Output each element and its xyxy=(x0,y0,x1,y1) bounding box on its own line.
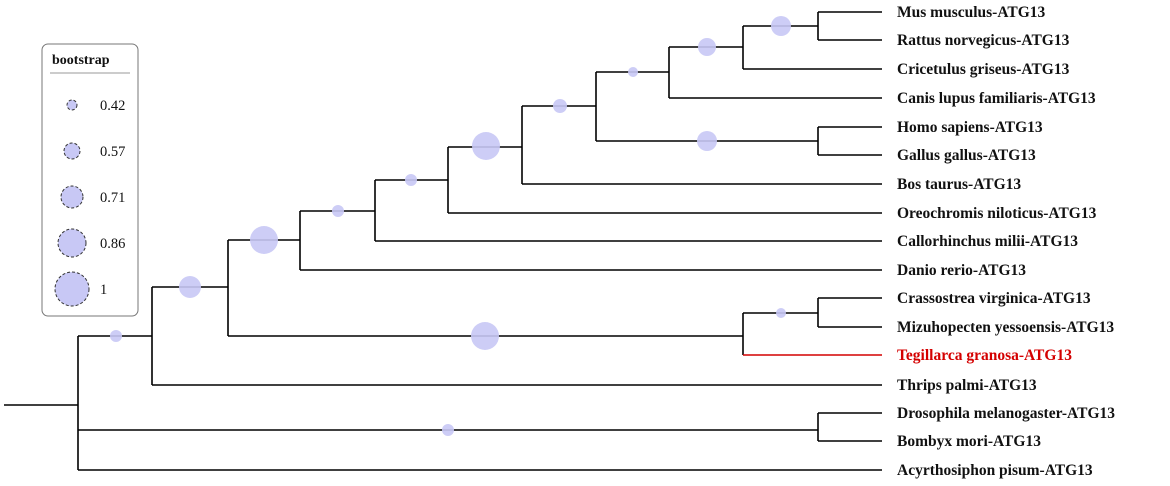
node-bootstrap xyxy=(628,67,638,77)
leaf-label-highlighted: Tegillarca granosa-ATG13 xyxy=(897,347,1072,364)
leaf-label: Canis lupus familiaris-ATG13 xyxy=(897,90,1096,107)
legend-circle xyxy=(66,99,78,111)
legend-label: 0.42 xyxy=(100,98,125,114)
node-bootstrap xyxy=(442,424,454,436)
leaf-label: Oreochromis niloticus-ATG13 xyxy=(897,205,1097,222)
node-bootstrap xyxy=(405,174,417,186)
leaf-label: Bombyx mori-ATG13 xyxy=(897,433,1041,450)
leaf-label: Danio rerio-ATG13 xyxy=(897,262,1026,279)
node-bootstrap xyxy=(332,205,344,217)
legend-label: 0.57 xyxy=(100,144,125,160)
leaf-label: Bos taurus-ATG13 xyxy=(897,176,1021,193)
bootstrap-legend: bootstrap 0.42 0.57 0.71 0.86 1 xyxy=(41,43,139,317)
bootstrap-nodes xyxy=(110,16,791,436)
leaf-label: Crassostrea virginica-ATG13 xyxy=(897,290,1091,307)
node-bootstrap xyxy=(472,132,500,160)
leaf-label: Mizuhopecten yessoensis-ATG13 xyxy=(897,319,1114,336)
legend-circle xyxy=(63,142,81,160)
legend-label: 0.71 xyxy=(100,190,125,206)
node-bootstrap xyxy=(250,226,278,254)
legend-title: bootstrap xyxy=(52,53,110,68)
node-bootstrap xyxy=(697,131,717,151)
leaf-label: Rattus norvegicus-ATG13 xyxy=(897,32,1070,49)
leaf-label: Mus musculus-ATG13 xyxy=(897,4,1046,21)
legend-label: 0.86 xyxy=(100,236,125,252)
leaf-label: Thrips palmi-ATG13 xyxy=(897,377,1037,394)
leaf-label: Acyrthosiphon pisum-ATG13 xyxy=(897,462,1093,479)
legend-circle xyxy=(54,271,90,307)
node-bootstrap xyxy=(179,276,201,298)
node-bootstrap xyxy=(553,99,567,113)
legend-label: 1 xyxy=(100,282,107,298)
legend-circle xyxy=(60,185,84,209)
leaf-label: Gallus gallus-ATG13 xyxy=(897,147,1036,164)
node-bootstrap xyxy=(471,322,499,350)
node-bootstrap xyxy=(110,330,122,342)
leaf-labels: Mus musculus-ATG13 Rattus norvegicus-ATG… xyxy=(897,4,1115,479)
legend-circle xyxy=(57,228,87,258)
leaf-label: Cricetulus griseus-ATG13 xyxy=(897,61,1070,78)
node-bootstrap xyxy=(776,308,786,318)
leaf-label: Callorhinchus milii-ATG13 xyxy=(897,233,1078,250)
node-bootstrap xyxy=(771,16,791,36)
legend-box xyxy=(41,43,139,317)
leaf-label: Drosophila melanogaster-ATG13 xyxy=(897,405,1115,422)
node-bootstrap xyxy=(698,38,716,56)
leaf-label: Homo sapiens-ATG13 xyxy=(897,119,1043,136)
